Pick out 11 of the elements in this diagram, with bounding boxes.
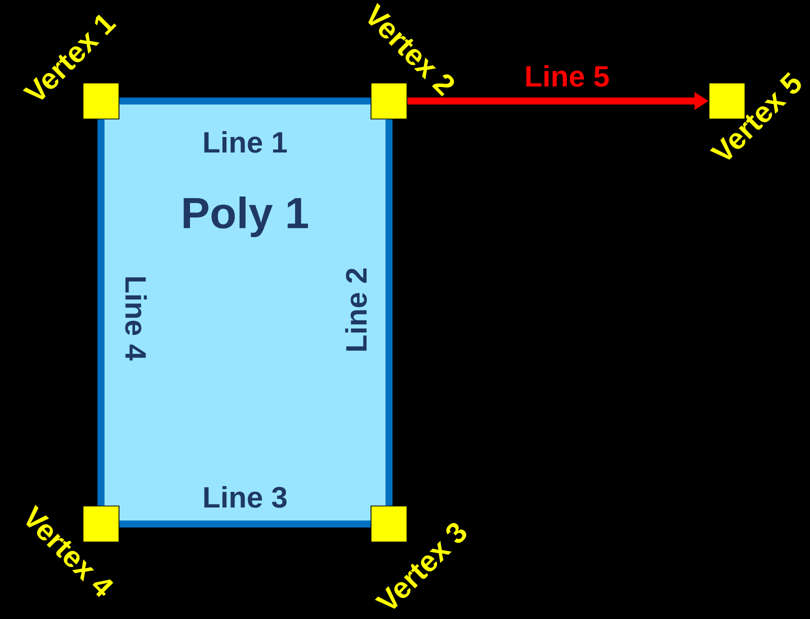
polygon-side	[119, 97, 371, 104]
vertex-square	[370, 82, 408, 120]
edge-label: Line 5	[526, 65, 609, 87]
polygon-side	[385, 119, 393, 506]
polygon-side	[119, 520, 371, 528]
edge-label: Line 2	[345, 268, 367, 351]
edge-label: Line 1	[204, 131, 287, 153]
edge-label: Line 4	[125, 277, 147, 360]
vertex-square	[370, 506, 408, 542]
edge-label: Line 3	[204, 486, 287, 508]
polygon-side	[98, 119, 105, 506]
